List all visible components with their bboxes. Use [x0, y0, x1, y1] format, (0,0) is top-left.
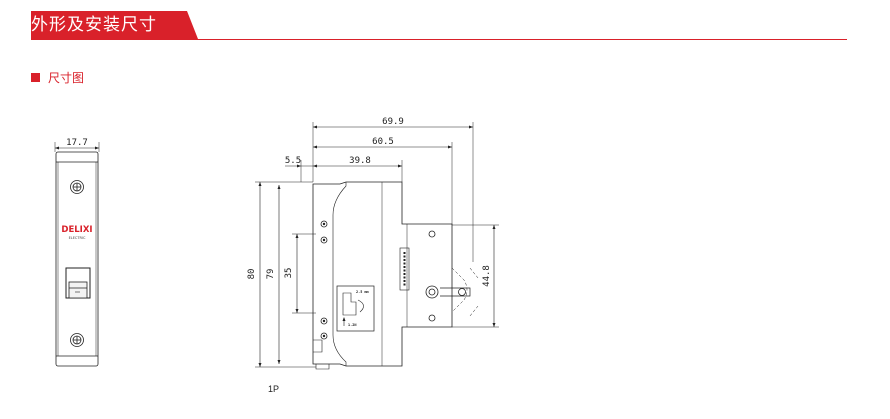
dim-body-depth: 60.5 [372, 137, 394, 147]
dim-front-depth: 39.8 [349, 156, 371, 166]
header-banner [31, 11, 198, 39]
dim-overall-depth: 69.9 [382, 117, 404, 127]
brand-logo: DELIXI [61, 225, 92, 235]
dim-offset: 5.5 [285, 156, 301, 166]
dim-height-total: 80 [247, 269, 257, 280]
front-view: 17.7 DELIXI ELECTRIC [54, 138, 100, 367]
dim-rail-height: 35 [284, 268, 294, 279]
label-note-force: 1.2N [348, 323, 356, 327]
page-title: 外形及安装尺寸 [31, 15, 157, 35]
caption-pole-count: 1P [268, 384, 280, 394]
section-heading: 尺寸图 [31, 69, 84, 85]
dim-front-height: 44.8 [482, 265, 492, 287]
section-label: 尺寸图 [48, 70, 85, 85]
side-view: 69.9 60.5 39.8 5.5 80 79 35 [247, 117, 499, 370]
square-bullet-icon [31, 72, 40, 82]
dim-height-body: 79 [266, 269, 276, 280]
brand-subtitle: ELECTRIC [69, 236, 86, 240]
dim-width: 17.7 [66, 138, 88, 148]
header-underline [31, 39, 847, 40]
label-note-torque: 2.5 mm [356, 290, 369, 294]
